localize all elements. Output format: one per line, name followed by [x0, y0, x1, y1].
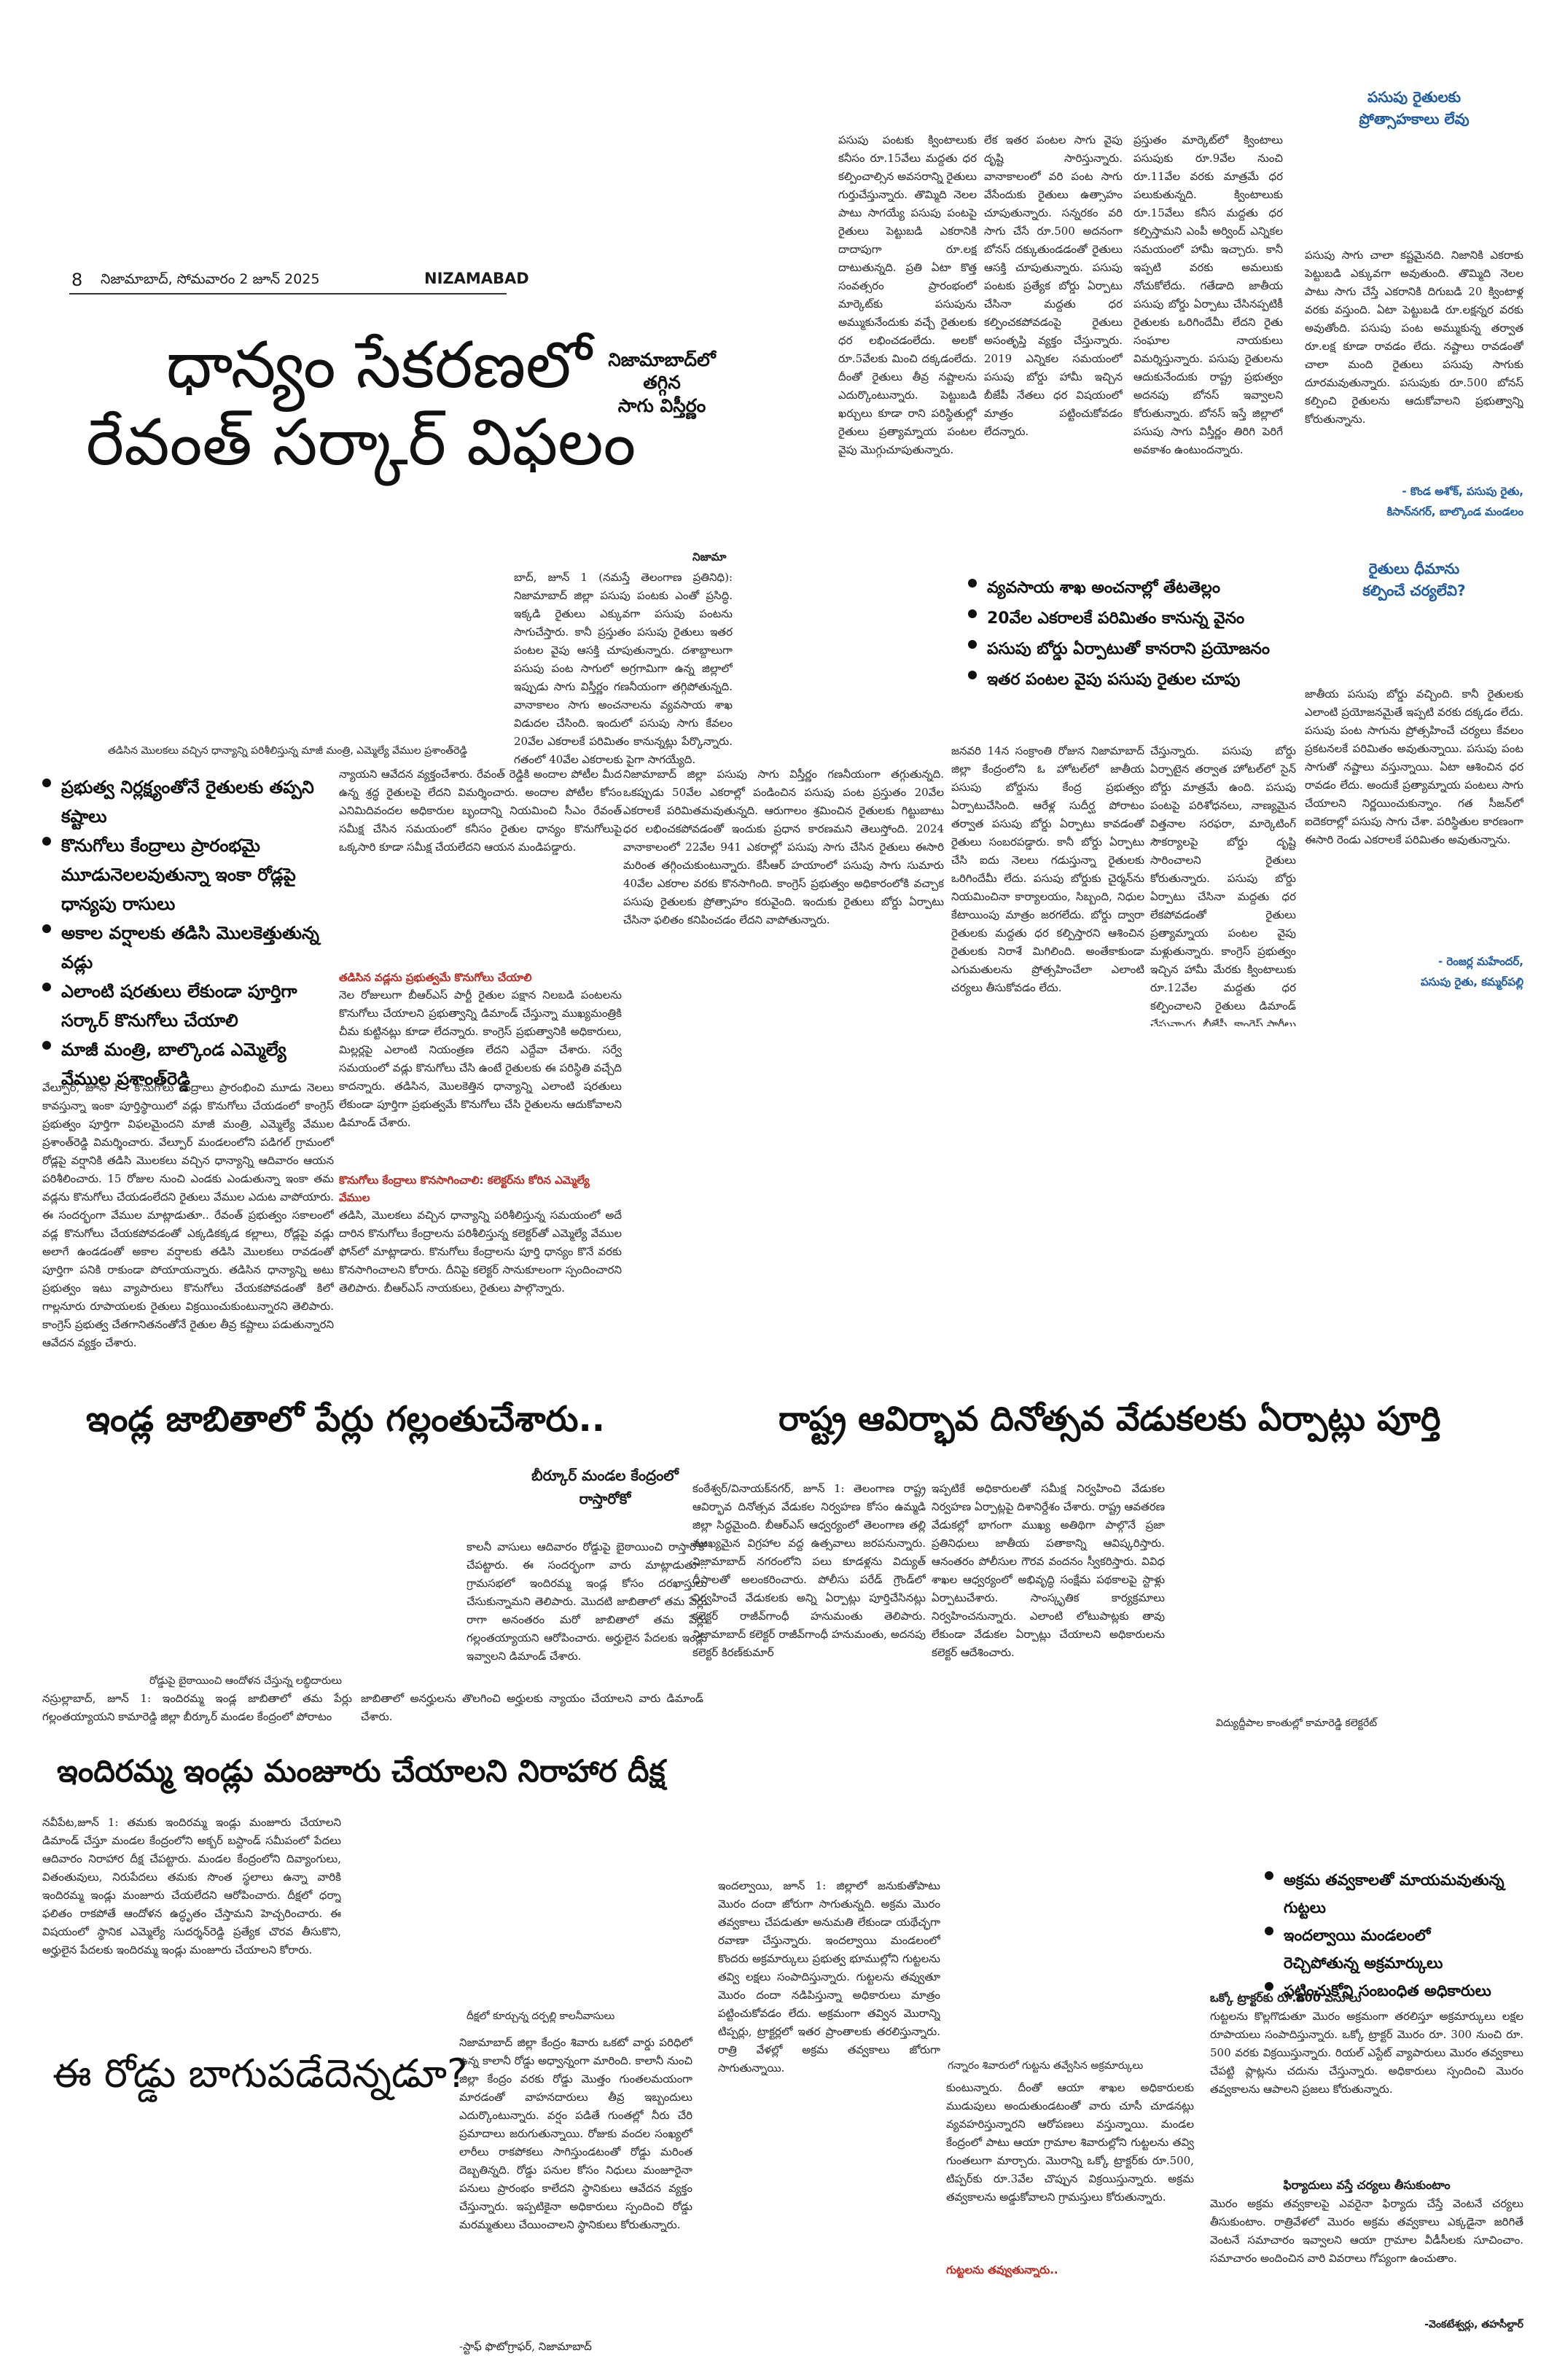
story7-headline: ఈ రోడ్డు బాగుపడేదెన్నడూ? — [52, 2051, 468, 2096]
story8-sub-box-title: ఒక్కో ట్రాక్టర్‌కు రూ.500 వసూలు — [1210, 1991, 1362, 2005]
story5-headline: రాష్ట్ర ఆవిర్భావ దినోత్సవ వేడుకలకు ఏర్పా… — [778, 1399, 1441, 1438]
story4-body-bottom-right: జాబితాలో అనర్హులను తొలగించి అర్హులకు న్య… — [361, 1692, 703, 1723]
story8-col2: కుంటున్నారు. దీంతో ఆయా శాఖల అధికారులకు మ… — [946, 2079, 1194, 2279]
story3-bullet-list: వ్యవసాయ శాఖ అంచనాల్లో తేటతెల్లం 20వేల ఎక… — [968, 573, 1281, 695]
story1-subhead-a: తడిసిన వడ్లను ప్రభుత్వమే కొనుగోలు చేయాలి — [339, 971, 532, 984]
masthead-date: నిజామాబాద్, సోమవారం 2 జూన్ 2025 — [101, 271, 320, 287]
story1-headline-line1: ధాన్యం సేకరణలో — [166, 327, 592, 402]
story8-photo-caption: గన్నారం శివారులో గుట్టను తవ్వేసిన అక్రమా… — [948, 2060, 1144, 2072]
sidebar1-body: పసుపు సాగు చాలా కష్టమైనది. నిజానికి ఎకరా… — [1305, 249, 1523, 426]
story1-bullet: కొనుగోలు కేంద్రాలు ప్రారంభమై మూడునెలలవుత… — [42, 831, 319, 918]
story1-bullet: మాజీ మంత్రి, బాల్కొండ ఎమ్మెల్యే వేముల ప్… — [42, 1035, 319, 1093]
story2-body-col2: లేక ఇతర పంటల సాగు వైపు దృష్టి సారిస్తున్… — [984, 133, 1123, 438]
story2-tag-line3: సాగు విస్తీర్ణం — [617, 394, 706, 416]
story4-subhead: బీర్కూర్ మండల కేంద్రంలో రాస్తారోకో — [510, 1464, 700, 1510]
story8-bullet: పట్టించుకోని సంబంధిత అధికారులు — [1265, 1977, 1505, 2005]
bullet-dot — [968, 639, 977, 649]
story4-headline: ఇండ్ల జాబితాలో పేర్లు గల్లంతుచేశారు.. — [86, 1399, 605, 1440]
story1-bullet-list: ప్రభుత్వ నిర్లక్ష్యంతోనే రైతులకు తప్పని … — [42, 773, 319, 1093]
story4-body-bottom-left: నస్రుల్లాబాద్, జూన్ 1: ఇందిరమ్మ ఇండ్ల జా… — [42, 1692, 352, 1723]
story1-body-col2b: నెల రోజులుగా బీఆర్ఎస్ పార్టీ రైతుల పక్షా… — [339, 988, 622, 1129]
sidebar2-signature-line1: - రెంజర్ల మహేందర్, — [1437, 955, 1523, 968]
bullet-dot — [42, 779, 51, 788]
story8-sub-box: ఒక్కో ట్రాక్టర్‌కు రూ.500 వసూలు గుట్టలను… — [1210, 1989, 1523, 2333]
story5-body-col1: కంఠేశ్వర్/వినాయక్‌నగర్, జూన్ 1: తెలంగాణ … — [692, 1482, 926, 1659]
story4-photo-caption: రోడ్డుపై బైఠాయించి ఆందోళన చేస్తున్న లబ్ధ… — [149, 1675, 343, 1687]
story7-signature: -స్టాఫ్ ఫొటోగ్రాఫర్, నిజామాబాద్ — [459, 2340, 592, 2353]
bullet-dot — [1265, 1982, 1273, 1991]
sidebar2-signature-line2: పసుపు రైతు, కమ్మర్‌పల్లి — [1420, 975, 1523, 988]
bullet-dot — [968, 670, 977, 679]
bullet-dot — [1265, 1871, 1273, 1881]
story3-body-col3: జనవరి 14న సంక్రాంతి రోజున నిజామాబాద్ జిల… — [951, 744, 1144, 994]
story8-sub-box-body: గుట్టలను కొల్లగొడుతూ మొరం అక్రమంగా తరలిస… — [1210, 2010, 1523, 2096]
sidebar1-title: పసుపు రైతులకు ప్రోత్సాహకాలు లేవు — [1305, 86, 1523, 130]
masthead-edition: NIZAMABAD — [424, 270, 529, 287]
story3-bullet: పసుపు బోర్డు ఏర్పాటుతో కానరాని ప్రయోజనం — [968, 634, 1281, 665]
story1-headline-line2: రేవంత్ సర్కార్ విఫలం — [86, 405, 636, 480]
story8-body-col2a: కుంటున్నారు. దీంతో ఆయా శాఖల అధికారులకు మ… — [946, 2081, 1194, 2204]
story7-body: నిజామాబాద్ జిల్లా కేంద్రం శివారు ఒకటో వా… — [459, 2036, 692, 2231]
story1-photo-caption: తడిసిన మొలకలు వచ్చిన ధాన్యాన్ని పరిశీలిస… — [108, 745, 467, 757]
story6-photo-caption: దీక్షలో కూర్చున్న దర్పల్లి కాలనీవాసులు — [467, 2010, 615, 2022]
story4-subhead-line2: రాస్తారోకో — [579, 1490, 631, 1507]
story8-sub-box2-title: ఫిర్యాదులు వస్తే చర్యలు తీసుకుంటాం — [1283, 2178, 1451, 2192]
story2-tag-line1: నిజామాబాద్‌లో — [608, 349, 716, 370]
story1-body-col2: న్యాయని ఆవేదన వ్యక్తంచేశారు. రేవంత్ రెడ్… — [339, 768, 622, 854]
sidebar2-signature: - రెంజర్ల మహేందర్, పసుపు రైతు, కమ్మర్‌పల… — [1305, 951, 1523, 992]
story3-body-col1: బాద్, జూన్ 1 (నమస్తే తెలంగాణ ప్రతినిధి):… — [514, 571, 733, 766]
story1-bullet: ఎలాంటి షరతులు లేకుండా పూర్తిగా సర్కార్ క… — [42, 977, 319, 1035]
page-number: 8 — [71, 270, 83, 290]
bullet-dot — [1265, 1927, 1273, 1936]
story2-body-col3: ప్రస్తుతం మార్కెట్‌లో క్వింటాలు పసుపుకు … — [1133, 133, 1283, 456]
story2-tag-line2: తగ్గిన — [643, 372, 681, 394]
story8-sub-box2-signature: -వెంకటేశ్వర్లు, తహసీల్దార్ — [1424, 2319, 1523, 2330]
story3-bullet: 20వేల ఎకరాలకే పరిమితం కానున్న వైనం — [968, 604, 1281, 634]
story1-bullet: అకాల వర్షాలకు తడిసి మొలకెత్తుతున్న వడ్లు — [42, 918, 319, 977]
bullet-dot — [42, 1041, 51, 1050]
story1-col2: న్యాయని ఆవేదన వ్యక్తంచేశారు. రేవంత్ రెడ్… — [339, 765, 622, 1356]
story8-bullet: అక్రమ తవ్వకాలతో మాయమవుతున్న గుట్టలు — [1265, 1866, 1505, 1921]
story4-body-main: కాలనీ వాసులు ఆదివారం రోడ్డుపై బైఠాయించి … — [467, 1540, 707, 1663]
story3-dateline: నిజామా — [692, 550, 727, 563]
sidebar1-title-line2: ప్రోత్సాహకాలు లేవు — [1359, 110, 1470, 128]
story6-body: నవీపేట,జూన్ 1: తమకు ఇందిరమ్మ ఇండ్లు మంజూ… — [42, 1816, 341, 1956]
sidebar2-title: రైతులు ధీమాను కల్పించే చర్యలేవి? — [1305, 558, 1523, 601]
sidebar1-signature: - కొండ అశోక్, పసుపు రైతు, కిసాన్‌నగర్, బ… — [1305, 481, 1523, 522]
story3-bullet: ఇతర పంటల వైపు పసుపు రైతుల చూపు — [968, 665, 1281, 695]
story2-tag: నిజామాబాద్‌లో తగ్గిన సాగు విస్తీర్ణం — [604, 348, 720, 417]
story1-bullet: ప్రభుత్వ నిర్లక్ష్యంతోనే రైతులకు తప్పని … — [42, 773, 319, 831]
story8-bullet-list: అక్రమ తవ్వకాలతో మాయమవుతున్న గుట్టలు ఇందల… — [1265, 1866, 1505, 2005]
story3-body-col4: చేస్తున్నారు. పసుపు బోర్డు ఏర్పాటైన తర్వ… — [1150, 744, 1296, 1026]
story8-subhead: గుట్టలను తవ్వుతున్నారు.. — [946, 2263, 1058, 2276]
story5-body-col2: ఇప్పటికే అధికారులతో సమీక్ష నిర్వహించి వే… — [932, 1482, 1165, 1659]
bullet-dot — [968, 578, 977, 588]
story8-body-col1: ఇందల్వాయి, జూన్ 1: జిల్లాలో జనుకుతోపాటు … — [718, 1879, 940, 2075]
story8-bullet: ఇందల్వాయి మండలంలో రెచ్చిపోతున్న అక్రమార్… — [1265, 1921, 1505, 1977]
sidebar2-title-line1: రైతులు ధీమాను — [1368, 560, 1460, 577]
sidebar2-title-line2: కల్పించే చర్యలేవి? — [1362, 582, 1466, 599]
masthead-rule — [69, 293, 507, 294]
sidebar1-signature-line2: కిసాన్‌నగర్, బాల్కొండ మండలం — [1386, 505, 1523, 518]
story1-body-col2c: తడిసి, మొలకలు వచ్చిన ధాన్యాన్ని పరిశీలిస… — [339, 1209, 622, 1295]
story1-body-col1: వేల్పూర్, జూన్ 1 : కొనుగోలు కేంద్రాలు ప్… — [42, 1081, 334, 1349]
story5-photo-caption: విద్యుద్దీపాల కాంతుల్లో కామారెడ్డి కలెక్… — [1216, 1717, 1378, 1729]
story1-subhead-b: కొనుగోలు కేంద్రాలు కొనసాగించాలి: కలెక్టర… — [339, 1174, 590, 1204]
sidebar1-signature-line1: - కొండ అశోక్, పసుపు రైతు, — [1402, 485, 1523, 498]
story2-body-col1: పసుపు పంటకు క్వింటాలుకు కనీసం రూ.15వేలు … — [838, 133, 977, 456]
story4-subhead-line1: బీర్కూర్ మండల కేంద్రంలో — [531, 1467, 679, 1484]
bullet-dot — [42, 837, 51, 846]
story6-headline: ఇందిరమ్మ ఇండ్లు మంజూరు చేయాలని నిరాహార ద… — [57, 1753, 666, 1789]
story3-body-col2: నిజామాబాద్ జిల్లా పసుపు సాగు విస్తీర్ణం … — [623, 768, 944, 926]
bullet-dot — [42, 924, 51, 934]
story3-bullet: వ్యవసాయ శాఖ అంచనాల్లో తేటతెల్లం — [968, 573, 1281, 604]
sidebar2-body: జాతీయ పసుపు బోర్డు వచ్చింది. కానీ రైతులక… — [1305, 687, 1523, 846]
story8-sub-box2-body: మొరం అక్రమ తవ్వకాలపై ఎవరైనా ఫిర్యాదు చేస… — [1210, 2197, 1523, 2265]
sidebar1-title-line1: పసుపు రైతులకు — [1367, 88, 1461, 106]
bullet-dot — [968, 609, 977, 618]
bullet-dot — [42, 983, 51, 992]
